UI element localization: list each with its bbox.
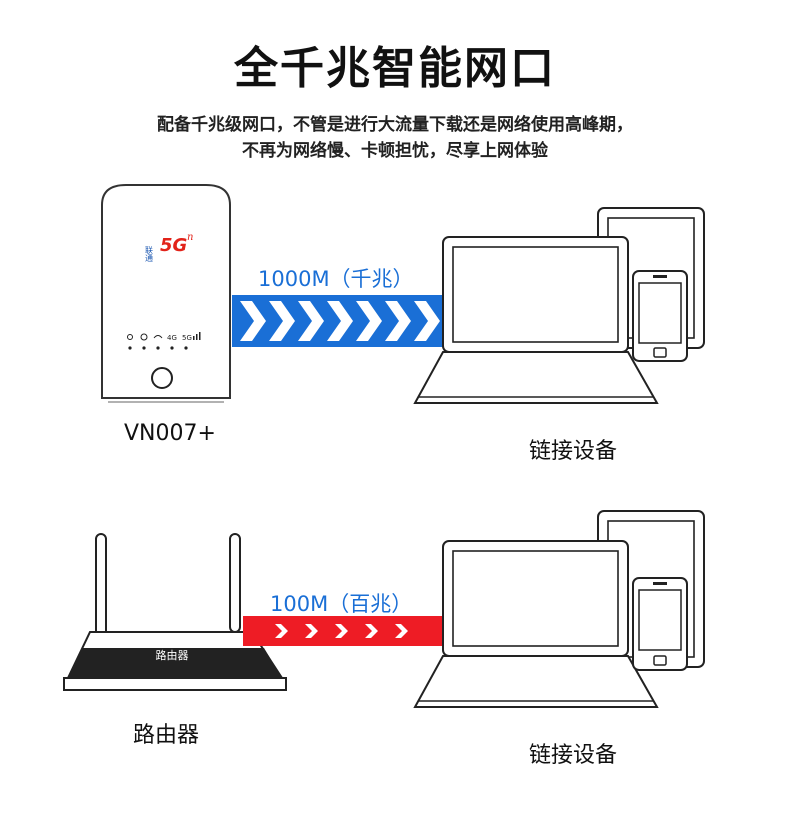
speed-label-fast-ethernet: 100M（百兆） <box>270 592 413 616</box>
phone-icon <box>632 270 688 362</box>
speed-label-gigabit: 1000M（千兆） <box>258 267 414 291</box>
power-button <box>151 367 173 389</box>
speed-arrow-band-red <box>243 616 443 646</box>
device-name-label: VN007+ <box>124 421 216 446</box>
router-device: 路由器 <box>63 533 287 691</box>
speed-arrow-band-blue <box>232 295 444 347</box>
brand-label: 联通 <box>145 246 154 263</box>
connected-devices-top <box>413 207 705 404</box>
page-title: 全千兆智能网口 <box>234 43 556 94</box>
cpe-device: 4G 5G 联通 5G n <box>101 184 231 403</box>
laptop-icon <box>413 236 659 404</box>
laptop-icon <box>413 540 659 708</box>
antenna-left <box>95 533 107 643</box>
indicator-dots <box>128 346 188 350</box>
indicator-5g: 5G <box>182 334 192 342</box>
router-name-label: 路由器 <box>133 723 200 748</box>
connected-devices-label: 链接设备 <box>529 439 618 464</box>
indicator-4g: 4G <box>167 334 177 342</box>
antenna-right <box>229 533 241 633</box>
router-face-label: 路由器 <box>156 648 189 662</box>
subtitle-line-1: 配备千兆级网口，不管是进行大流量下载还是网络使用高峰期， <box>157 115 633 135</box>
connected-devices-bottom <box>413 510 705 708</box>
connected-devices-label-bottom: 链接设备 <box>529 743 618 768</box>
phone-icon <box>632 577 688 671</box>
subtitle-line-2: 不再为网络慢、卡顿担忧，尽享上网体验 <box>242 141 548 161</box>
status-icons <box>127 333 163 341</box>
brand-n-mark: n <box>187 232 193 243</box>
brand-5g-logo: 5G <box>160 235 187 256</box>
signal-bars-icon <box>193 332 201 340</box>
